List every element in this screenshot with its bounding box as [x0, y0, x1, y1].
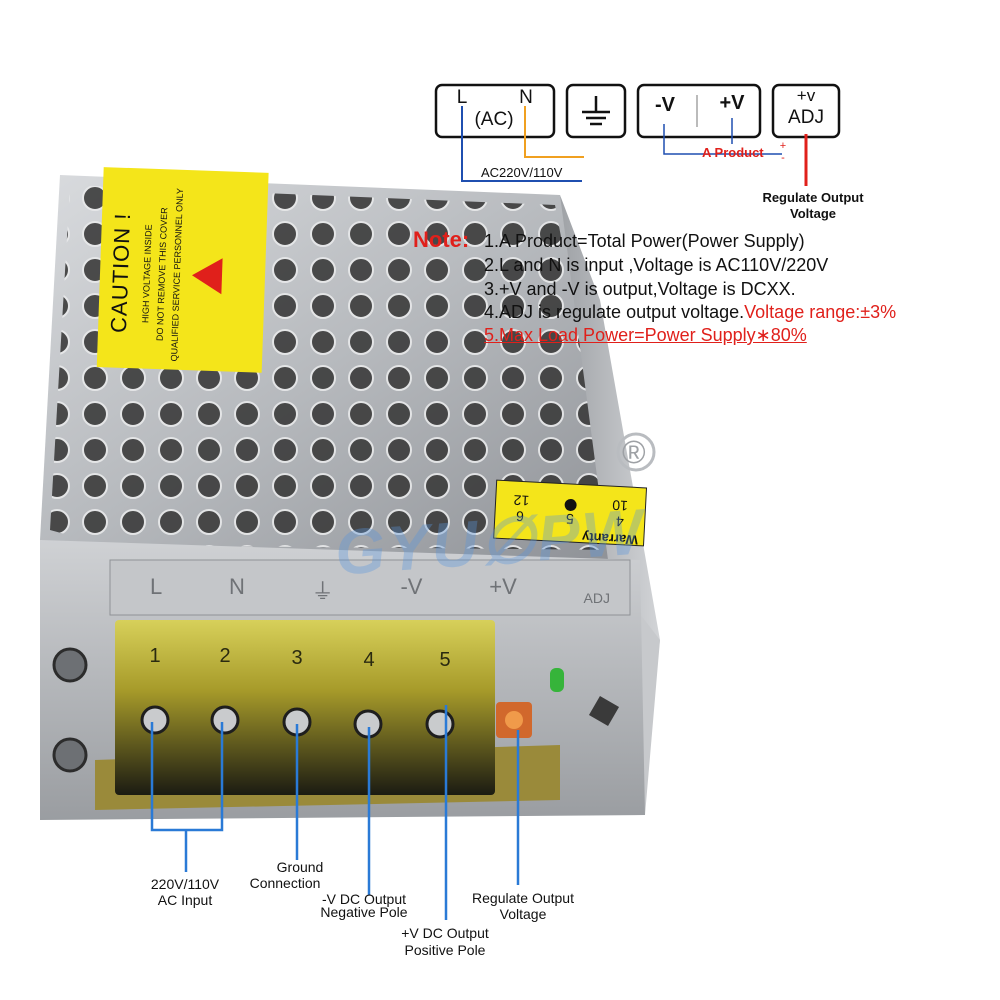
- ac-line-label: AC220V/110V: [481, 165, 563, 180]
- product-label-text: A Product: [702, 145, 764, 160]
- warranty-sticker: [493, 479, 648, 547]
- regulate-label-1: Regulate Output: [762, 190, 864, 205]
- panel-label: ⏚: [311, 579, 334, 604]
- note-line-4-a: 4.ADJ is regulate output voltage.: [484, 302, 745, 322]
- callout-neg-2: Negative Pole: [320, 904, 408, 920]
- wiring-diagram: [434, 83, 841, 186]
- ground-symbol-icon: [582, 96, 610, 126]
- callout-neg-1: -V DC Output: [321, 891, 407, 907]
- product-plus: +: [779, 140, 787, 152]
- ac-n-label: N: [519, 87, 533, 108]
- callout-reg-2: Voltage: [499, 906, 547, 922]
- terminal-number: 3: [291, 647, 303, 669]
- caution-line-3: QUALIFIED SERVICE PERSONNEL ONLY: [168, 187, 186, 362]
- panel-label: L: [150, 574, 163, 599]
- caution-line-2: DO NOT REMOVE THIS COVER: [154, 207, 170, 342]
- output-pos-label: +V: [719, 92, 745, 114]
- mount-screw-1: [52, 647, 88, 683]
- caution-line-1: HIGH VOLTAGE INSIDE: [140, 224, 154, 324]
- callout-ground-2: Connection: [249, 875, 321, 891]
- caution-text-block: CAUTION ! HIGH VOLTAGE INSIDE DO NOT REM…: [97, 182, 273, 368]
- product-label: A Product: [702, 145, 784, 161]
- warning-triangle-icon: [191, 257, 223, 295]
- panel-label: -V: [400, 574, 423, 599]
- note-line-1: 1.A Product=Total Power(Power Supply): [484, 231, 805, 251]
- wire-n: [524, 106, 584, 158]
- wire-neg: [663, 124, 782, 155]
- terminal-block: [115, 620, 495, 795]
- wire-l: [461, 106, 582, 182]
- note-line-5: 5.Max Load Power=Power Supply∗80%: [484, 325, 807, 345]
- terminal-number: 2: [219, 645, 231, 667]
- terminal-number: 5: [439, 649, 451, 671]
- power-supply-unit: [40, 167, 660, 820]
- output-neg-label: -V: [655, 94, 675, 116]
- note-line-3: 3.+V and -V is output,Voltage is DCXX.: [484, 279, 796, 299]
- note-line-2: 2.L and N is input ,Voltage is AC110V/22…: [484, 255, 829, 275]
- caution-label: [96, 167, 269, 373]
- label-strip: [109, 559, 631, 616]
- panel-label: +V: [489, 574, 517, 599]
- led-indicator: [550, 668, 564, 692]
- regulate-label-2: Voltage: [790, 206, 836, 221]
- registered-mark: ®: [622, 434, 646, 470]
- output-box: [636, 83, 762, 139]
- caution-title: CAUTION !: [105, 212, 136, 334]
- product-minus: -: [781, 152, 785, 164]
- note-line-4-b: Voltage range:±3%: [744, 302, 897, 322]
- note-title: Note:: [413, 227, 470, 252]
- callout-reg-1: Regulate Output: [472, 890, 574, 906]
- callout-lines: [150, 705, 520, 920]
- adj-top-label: +v: [796, 86, 816, 105]
- adj-bottom-label: ADJ: [788, 107, 824, 128]
- callout-pos-2: Positive Pole: [404, 942, 486, 958]
- mount-screw-2: [52, 737, 88, 773]
- ac-l-label: L: [456, 87, 468, 108]
- callout-ac-input-2: AC Input: [157, 892, 213, 908]
- registered-mark-ring: [616, 432, 656, 472]
- callout-pos-1: +V DC Output: [401, 925, 489, 941]
- terminal-number: 4: [363, 649, 375, 671]
- panel-labels: L N ⏚ -V +V ADJ: [150, 574, 610, 606]
- panel-label: ADJ: [583, 590, 610, 606]
- panel-label: N: [229, 574, 245, 599]
- side-screw-slot: [588, 695, 620, 727]
- ac-label: (AC): [474, 109, 514, 130]
- terminal-number: 1: [149, 645, 161, 667]
- note-line-4: 4.ADJ is regulate output voltage.Voltage…: [484, 302, 896, 323]
- callout-ac-input-1: 220V/110V: [150, 876, 220, 892]
- potentiometer-knob: [505, 711, 523, 729]
- callout-ground-1: Ground: [276, 859, 324, 875]
